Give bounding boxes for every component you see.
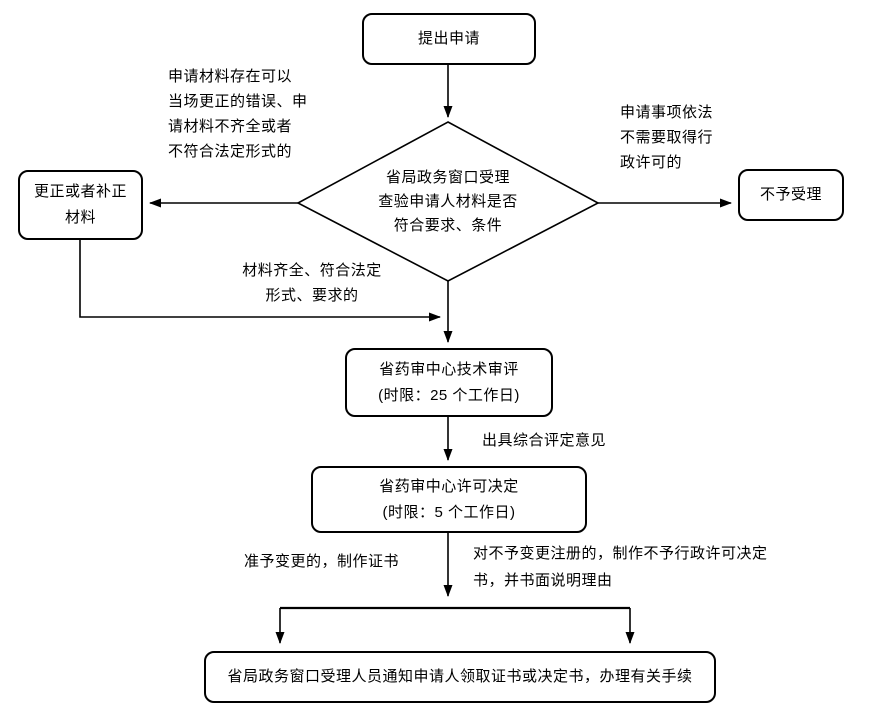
- label-correctable-error-line: 请材料不齐全或者: [168, 118, 293, 135]
- label-correctable-error-line: 当场更正的错误、申: [168, 93, 308, 110]
- label-denied: 对不予变更注册的，制作不予行政许可决定 书，并书面说明理由: [473, 540, 768, 594]
- node-tech-review-line: (时限：25 个工作日): [378, 386, 520, 404]
- label-approved-text: 准予变更的，制作证书: [244, 553, 400, 570]
- label-no-permit-needed: 申请事项依法 不需要取得行 政许可的: [620, 100, 713, 175]
- node-start-label: 提出申请: [417, 30, 480, 47]
- label-approved: 准予变更的，制作证书: [244, 549, 399, 574]
- node-correct-line: 更正或者补正: [33, 183, 127, 200]
- node-reject: 不予受理: [738, 169, 844, 221]
- label-evaluation-opinion: 出具综合评定意见: [482, 428, 606, 453]
- label-denied-line: 对不予变更注册的，制作不予行政许可决定: [473, 545, 768, 562]
- node-tech-review-line: 省药审中心技术审评: [379, 360, 519, 378]
- edge-correct-to-mainline: [79, 240, 441, 322]
- label-no-permit-needed-line: 政许可的: [620, 154, 683, 171]
- label-materials-complete-line: 形式、要求的: [265, 287, 359, 304]
- node-correct-line: 材料: [64, 209, 96, 226]
- label-materials-complete-line: 材料齐全、符合法定: [242, 262, 382, 279]
- node-correct-materials: 更正或者补正 材料: [18, 170, 143, 240]
- node-license-decision: 省药审中心许可决定 (时限：5 个工作日): [311, 466, 587, 533]
- decision-line: 省局政务窗口受理: [385, 169, 510, 186]
- label-no-permit-needed-line: 不需要取得行: [620, 129, 714, 146]
- node-start: 提出申请: [362, 13, 536, 65]
- decision-line: 符合要求、条件: [393, 217, 503, 234]
- label-correctable-error-line: 申请材料存在可以: [168, 68, 293, 85]
- label-correctable-error-line: 不符合法定形式的: [168, 143, 293, 160]
- label-denied-line: 书，并书面说明理由: [473, 572, 613, 589]
- label-materials-complete: 材料齐全、符合法定 形式、要求的: [227, 258, 397, 308]
- node-reject-label: 不予受理: [759, 186, 822, 203]
- node-tech-review: 省药审中心技术审评 (时限：25 个工作日): [345, 348, 553, 417]
- decision-line: 查验申请人材料是否: [378, 193, 518, 210]
- node-license-decision-line: (时限：5 个工作日): [382, 503, 516, 521]
- node-license-decision-line: 省药审中心许可决定: [379, 477, 519, 495]
- node-notify: 省局政务窗口受理人员通知申请人领取证书或决定书，办理有关手续: [204, 651, 716, 703]
- label-correctable-error: 申请材料存在可以 当场更正的错误、申 请材料不齐全或者 不符合法定形式的: [168, 64, 308, 164]
- node-notify-label: 省局政务窗口受理人员通知申请人领取证书或决定书，办理有关手续: [227, 668, 693, 685]
- label-evaluation-opinion-text: 出具综合评定意见: [482, 432, 607, 449]
- label-no-permit-needed-line: 申请事项依法: [620, 104, 714, 121]
- decision-diamond-text: 省局政务窗口受理 查验申请人材料是否 符合要求、条件: [338, 166, 558, 238]
